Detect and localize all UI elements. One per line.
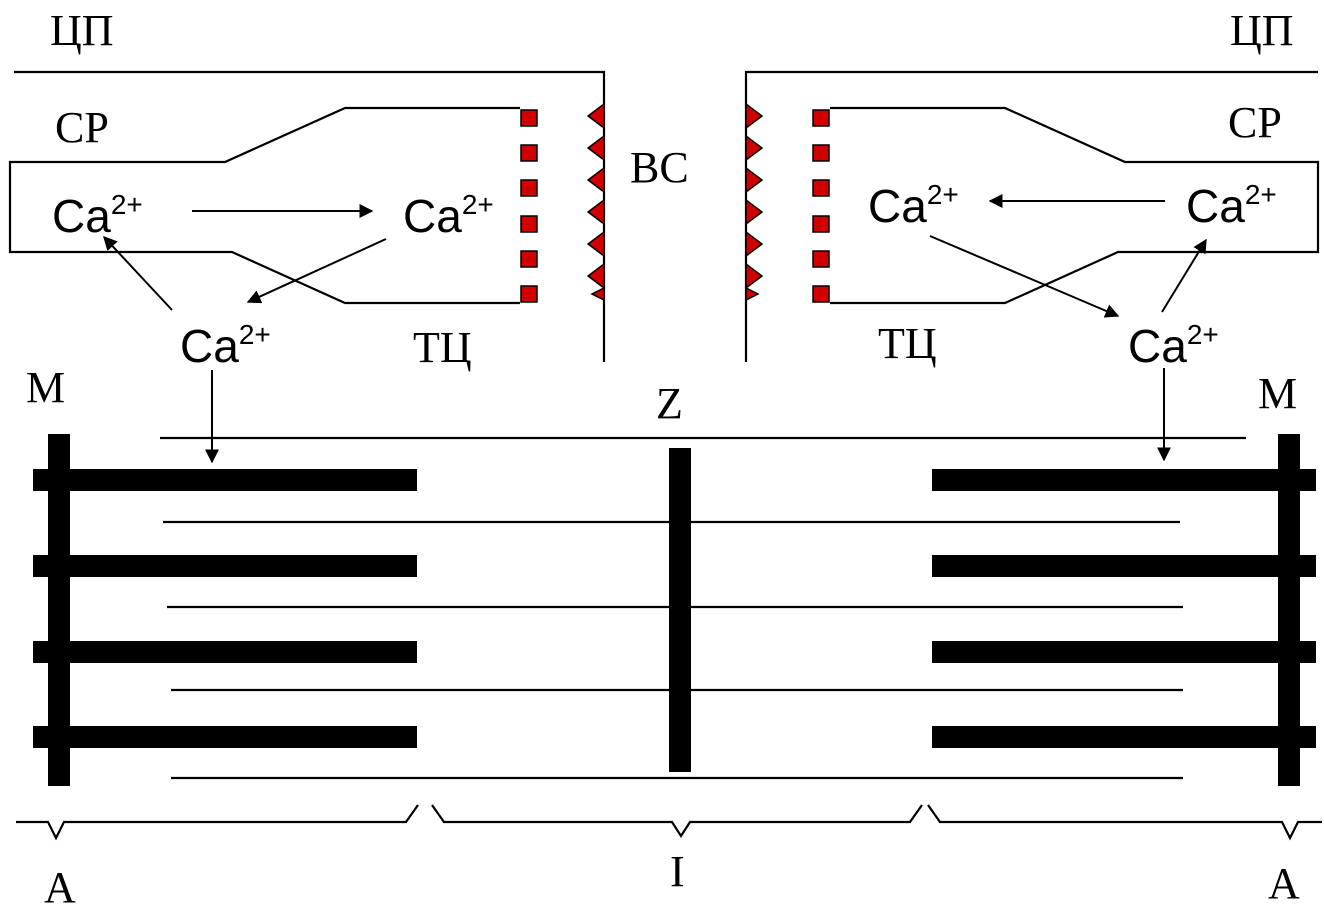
m-line-right xyxy=(1278,434,1300,786)
label-cp-right: ЦП xyxy=(1230,6,1294,55)
brace-a-right xyxy=(927,804,1322,841)
ca-sr-right-1: Ca2+ xyxy=(868,179,959,232)
label-m-right: М xyxy=(1258,369,1297,418)
label-cp-left: ЦП xyxy=(50,6,114,55)
label-sr-left: СР xyxy=(55,103,109,152)
arrow-uptake-right xyxy=(1161,238,1207,313)
label-tc-right: ТЦ xyxy=(878,319,937,368)
label-z: Z xyxy=(656,379,683,428)
label-a-left: А xyxy=(44,863,76,908)
thick-filaments-right xyxy=(932,469,1316,748)
thick-filaments-left xyxy=(33,469,417,748)
ca-cyto-left: Ca2+ xyxy=(180,319,271,372)
ryanodine-receptors-right xyxy=(812,109,830,303)
voltage-sensors-left xyxy=(586,102,605,302)
label-m-left: М xyxy=(26,363,65,412)
ca-sr-left-1: Ca2+ xyxy=(52,189,143,242)
sarcoplasmic-reticulum-left xyxy=(8,106,520,305)
ca-sr-left-2: Ca2+ xyxy=(403,189,494,242)
arrow-uptake-left xyxy=(103,235,173,311)
z-disc xyxy=(669,448,691,772)
sarcoplasmic-reticulum-right xyxy=(830,106,1320,305)
label-a-right: А xyxy=(1268,859,1300,908)
label-i: I xyxy=(670,847,685,896)
arrow-release-left xyxy=(246,238,387,304)
m-line-left xyxy=(48,434,70,786)
label-vs: ВС xyxy=(630,143,689,192)
ca-sr-right-2: Ca2+ xyxy=(1186,179,1277,232)
ryanodine-receptors-left xyxy=(520,109,538,303)
voltage-sensors-right xyxy=(745,102,764,302)
brace-a-left xyxy=(16,804,419,841)
label-sr-right: СР xyxy=(1228,98,1282,147)
ca-cyto-right: Ca2+ xyxy=(1128,319,1219,372)
brace-i xyxy=(431,804,923,839)
arrow-release-right xyxy=(929,235,1120,318)
thin-filaments xyxy=(163,520,1183,780)
label-tc-left: ТЦ xyxy=(413,323,472,372)
